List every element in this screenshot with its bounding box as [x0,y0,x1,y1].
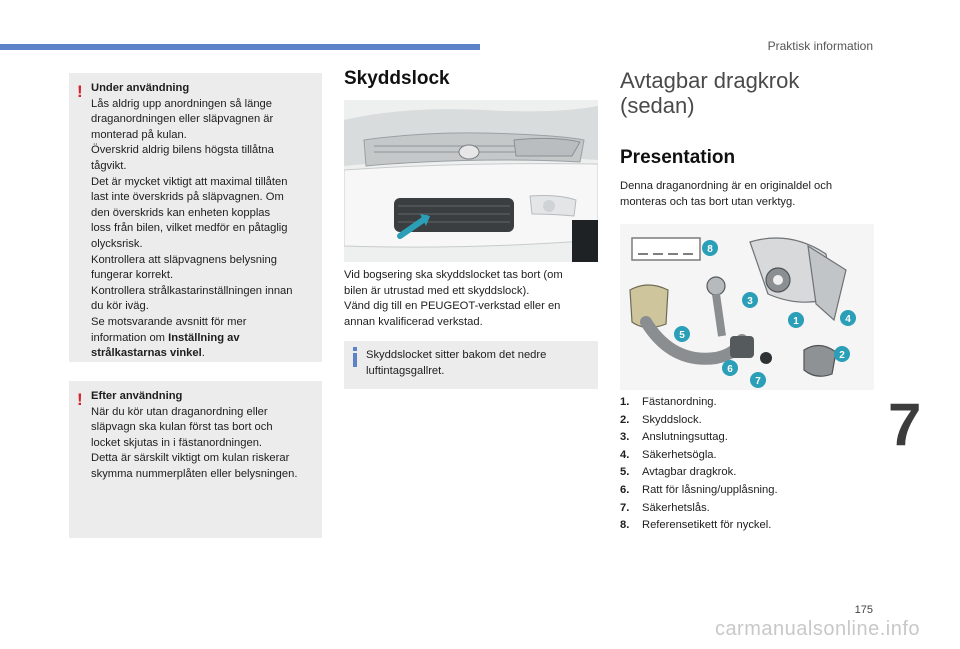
warning-line: Se motsvarande avsnitt för mer [91,315,247,328]
page-number: 175 [854,604,873,616]
legend-number: 2. [620,413,630,426]
chapter-number: 7 [888,391,922,458]
badge-label: 5 [679,330,685,341]
badge-label: 7 [755,376,761,387]
paragraph-line: Vänd dig till en PEUGEOT-verkstad eller … [344,300,561,313]
legend-number: 4. [620,448,630,461]
info-note-box: Skyddslocket sitter bakom det nedre luft… [344,341,598,389]
warning-title: Under användning [91,82,190,94]
legend-label: Avtagbar dragkrok. [642,466,737,479]
warning-line: Lås aldrig upp anordningen så länge [91,97,273,110]
warning-line: Detta är särskilt viktigt om kulan riske… [91,452,290,465]
warning-ref-suffix: . [201,347,205,360]
warning-line: last inte överskrids på släpvagnen. Om [91,191,284,204]
legend-number: 1. [620,396,630,408]
legend-item: 5. Avtagbar dragkrok. [620,464,778,482]
paragraph-line: bilen är utrustad med ett skyddslock). [344,284,530,297]
page-title: Avtagbar dragkrok (sedan) [620,68,799,118]
warning-title: Efter användning [91,390,183,402]
heading-skyddslock: Skyddslock [344,68,450,89]
warning-line: locket skjutas in i fästanordningen. [91,436,263,449]
warning-line: Kontrollera att släpvagnens belysning [91,253,277,266]
warning-line: Kontrollera strålkastarinställningen inn… [91,284,293,297]
warning-line: loss från bilen, vilket medför en påtagl… [91,222,288,235]
warning-line: Överskrid aldrig bilens högsta tillåtna [91,144,274,157]
header-accent-bar [0,44,480,50]
warning-line: skymma nummerplåten eller belysningen. [91,467,298,480]
warning-line: tågvikt. [91,159,127,172]
warning-line: släpvagn ska kulan först tas bort och [91,421,273,434]
tow-hitch-diagram: 8 3 1 4 5 2 6 7 [620,224,874,390]
badge-label: 8 [707,244,713,255]
badge-label: 1 [793,316,799,327]
warning-box-after-use: ! Efter användning När du kör utan draga… [69,381,322,538]
legend-label: Säkerhetslås. [642,501,710,514]
tow-hitch-illustration: 8 3 1 4 5 2 6 7 [620,224,874,390]
warning-reference-line: information om Inställning av [91,331,312,347]
legend-item: 1. Fästanordning. [620,394,778,412]
info-icon [352,347,358,371]
info-line: Skyddslocket sitter bakom det nedre [366,349,547,361]
paragraph-line: Vid bogsering ska skyddslocket tas bort … [344,269,563,281]
skyddslock-paragraph: Vid bogsering ska skyddslocket tas bort … [344,268,604,330]
warning-exclamation-icon: ! [77,390,83,409]
legend-number: 8. [620,519,630,532]
warning-line: olycksrisk. [91,237,143,250]
legend-item: 7. Säkerhetslås. [620,500,778,518]
warning-line: draganordningen eller släpvagnen är [91,113,274,126]
car-front-bumper-image [344,100,598,262]
paragraph-line: annan kvalificerad verkstad. [344,315,483,328]
legend-item: 4. Säkerhetsögla. [620,447,778,465]
legend-number: 5. [620,466,630,479]
warning-reference-line: strålkastarnas vinkel. [91,346,312,362]
car-front-illustration [344,100,598,262]
badge-label: 2 [839,350,845,361]
info-line: luftintagsgallret. [366,364,445,377]
warning-exclamation-icon: ! [77,82,83,101]
warning-ref-link-part-2: strålkastarnas vinkel [91,347,202,360]
legend-item: 8. Referensetikett för nyckel. [620,517,778,535]
legend-number: 7. [620,501,630,514]
warning-line: Det är mycket viktigt att maximal tillåt… [91,175,288,188]
warning-line: När du kör utan draganordning eller [91,405,268,418]
legend-label: Säkerhetsögla. [642,448,717,461]
paragraph-line: Denna draganordning är en originaldel oc… [620,180,833,192]
legend-label: Skyddslock. [642,413,702,426]
heading-presentation: Presentation [620,147,736,168]
section-name: Praktisk information [767,39,873,53]
page-title-line-2: (sedan) [620,93,695,118]
watermark: carmanualsonline.info [714,618,920,640]
warning-box-during-use: ! Under användning Lås aldrig upp anordn… [69,73,322,362]
badge-label: 6 [727,364,733,375]
paragraph-line: monteras och tas bort utan verktyg. [620,195,796,208]
legend-label: Ratt för låsning/upplåsning. [642,483,778,496]
legend-number: 6. [620,483,630,496]
legend-number: 3. [620,431,630,444]
warning-line: fungerar korrekt. [91,269,174,282]
legend-item: 3. Anslutningsuttag. [620,429,778,447]
badge-label: 4 [845,314,851,325]
warning-line: monterad på kulan. [91,128,187,141]
legend-item: 2. Skyddslock. [620,412,778,430]
legend-label: Fästanordning. [642,396,717,408]
legend-label: Anslutningsuttag. [642,431,728,444]
presentation-paragraph: Denna draganordning är en originaldel oc… [620,179,880,210]
page-title-line-1: Avtagbar dragkrok [620,68,800,93]
legend-label: Referensetikett för nyckel. [642,519,772,532]
warning-line: den överskrids kan enheten kopplas [91,206,271,219]
legend-item: 6. Ratt för låsning/upplåsning. [620,482,778,500]
warning-ref-link-part-1: Inställning av [168,331,240,344]
badge-label: 3 [747,296,753,307]
component-legend: 1. Fästanordning. 2. Skyddslock. 3. Anslutn… [620,394,778,535]
warning-line: du kör iväg. [91,300,149,313]
warning-ref-prefix: information om [91,331,169,344]
